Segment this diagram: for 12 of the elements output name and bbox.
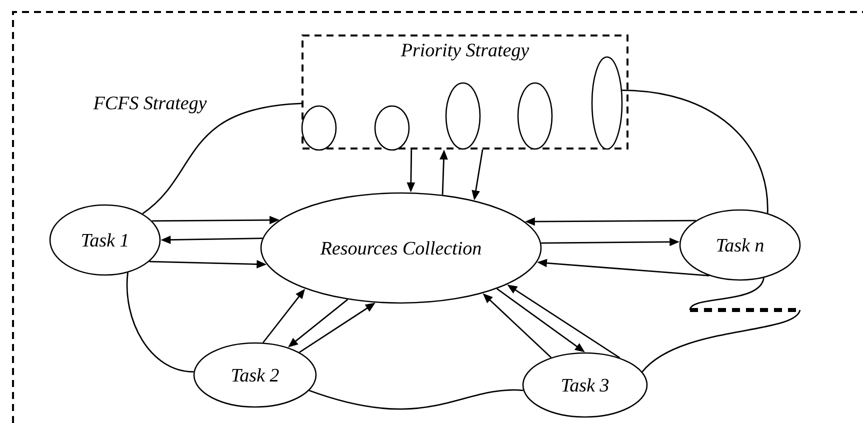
strategy-box: Priority Strategy — [302, 34, 628, 150]
queue-ellipse — [301, 105, 337, 151]
queue-ellipse — [374, 105, 410, 151]
connector-line — [309, 389, 524, 410]
connector-line — [126, 272, 194, 372]
queue-ellipse — [517, 82, 553, 150]
strategy-label: FCFS Strategy — [92, 96, 208, 114]
connector-line — [622, 90, 768, 214]
queue-ellipse — [445, 82, 481, 150]
connector-line — [642, 278, 801, 372]
queue-ellipse — [591, 56, 623, 150]
connector-line — [142, 102, 302, 214]
